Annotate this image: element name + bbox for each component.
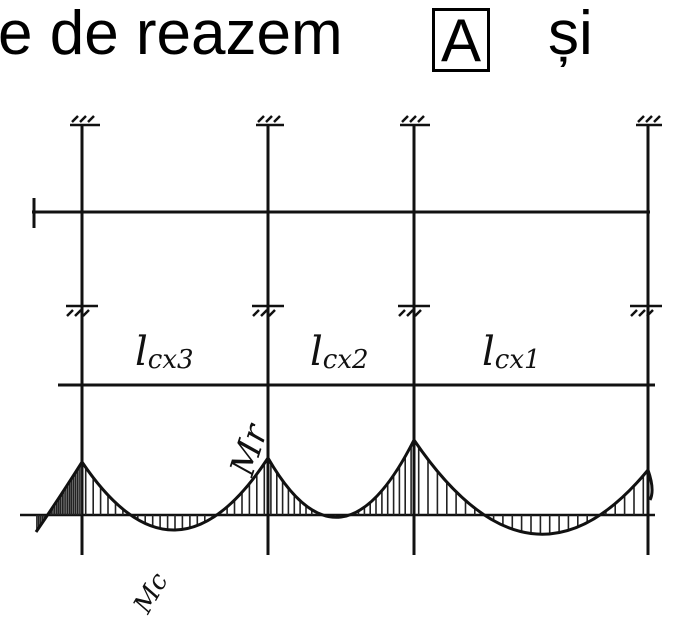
span-moment-label: Mc — [128, 567, 175, 619]
moment-hatching — [36, 445, 645, 535]
fixed-support-icon — [256, 115, 284, 127]
fixed-support-icon — [636, 115, 662, 127]
fixed-support-icon — [66, 304, 98, 317]
boxed-letter: A — [432, 8, 490, 72]
title-line: e de reazem A și — [0, 0, 673, 100]
span-label-sub: cx3 — [148, 345, 194, 375]
span-label-main: l — [135, 329, 148, 375]
top-supports — [70, 115, 662, 127]
title-text-before: e de reazem — [0, 0, 343, 68]
fixed-support-icon — [252, 304, 284, 317]
span-label-sub: cx2 — [323, 345, 369, 375]
span-label-cx2: lcx2 — [310, 329, 369, 375]
span-label-cx3: lcx3 — [135, 329, 194, 375]
fixed-support-icon — [630, 304, 662, 317]
span-label-main: l — [310, 329, 323, 375]
frame-moment-diagram: lcx3 lcx2 lcx1 Mr Mc — [20, 115, 662, 619]
fixed-support-icon — [398, 304, 430, 317]
title-text-after: și — [548, 0, 593, 68]
span-label-cx1: lcx1 — [482, 329, 541, 375]
span-label-sub: cx1 — [495, 345, 541, 375]
span-label-main: l — [482, 329, 495, 375]
fixed-support-icon — [70, 115, 100, 127]
moment-curve — [34, 437, 654, 536]
middle-supports — [66, 304, 662, 317]
fixed-support-icon — [400, 115, 430, 127]
